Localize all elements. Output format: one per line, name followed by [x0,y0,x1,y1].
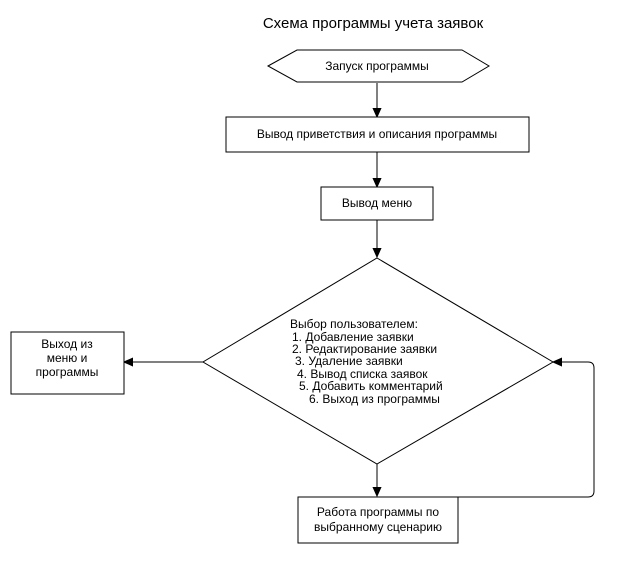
diagram-title: Схема программы учета заявок [263,15,484,32]
choice-line-3: 2. Редактирование заявки [292,342,437,356]
edge-work-to-choice [458,362,595,498]
exit-node [10,331,125,395]
exit-line-3: программы [36,365,99,379]
choice-line-6: 5. Добавить комментарий [299,379,443,393]
menu-node-label: Вывод меню [342,196,412,210]
start-node-label: Запуск программы [325,59,429,73]
exit-line-2: меню и [47,351,88,365]
greeting-node [225,116,530,153]
work-node [297,496,459,544]
greeting-node-label: Вывод приветствия и описания программы [257,127,497,141]
choice-node [202,257,554,465]
work-line-2: выбранному сценарию [314,520,442,534]
menu-node [320,186,434,221]
start-node [266,49,490,83]
choice-line-7: 6. Выход из программы [309,392,440,406]
exit-line-1: Выход из [41,337,93,351]
choice-line-5: 4. Вывод списка заявок [297,367,428,381]
choice-line-2: 1. Добавление заявки [292,330,414,344]
choice-line-1: Выбор пользователем: [290,317,418,331]
choice-line-4: 3. Удаление заявки [295,354,403,368]
work-line-1: Работа программы по [317,505,439,519]
